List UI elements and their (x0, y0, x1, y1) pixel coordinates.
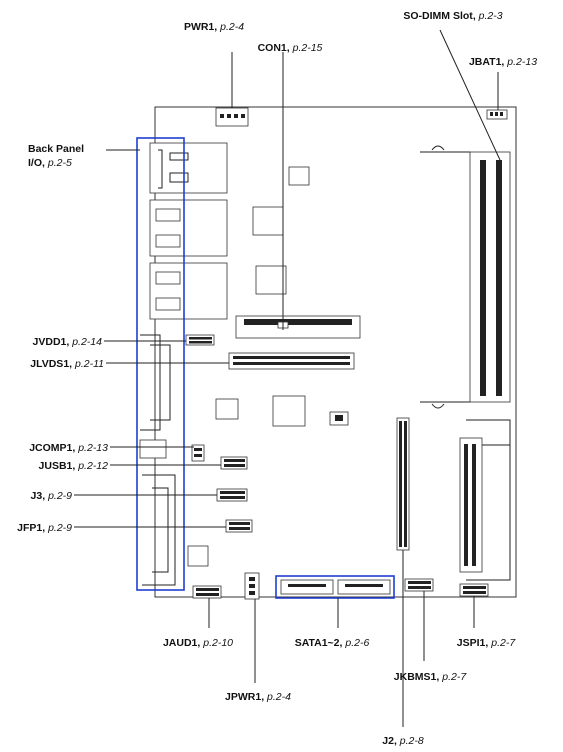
jaud1-header (192, 585, 222, 599)
chip-5 (272, 395, 306, 427)
label-sata: SATA1~2, p.2-6 (295, 637, 370, 649)
label-sodimm-name: SO-DIMM Slot (403, 10, 473, 22)
label-sata-name: SATA1~2 (295, 637, 340, 649)
label-jpwr1-name: JPWR1 (225, 691, 261, 703)
label-j2: J2, p.2-8 (382, 735, 424, 747)
label-j3: J3, p.2-9 (31, 490, 73, 502)
label-jfp1-ref: p.2-9 (47, 522, 72, 534)
chip-2 (252, 206, 284, 236)
label-jusb1-name: JUSB1 (39, 460, 73, 472)
chip-1 (288, 166, 310, 186)
label-jspi1-name: JSPI1 (457, 637, 486, 649)
jbat1-jumper (486, 109, 508, 120)
label-j2-ref: p.2-8 (399, 735, 424, 747)
label-jpwr1: JPWR1, p.2-4 (225, 691, 291, 703)
label-jkbms1: JKBMS1, p.2-7 (394, 671, 468, 683)
label-jusb1-ref: p.2-12 (77, 460, 108, 472)
label-jlvds1: JLVDS1, p.2-11 (30, 358, 104, 370)
expansion-connector (459, 419, 511, 581)
chip-4 (215, 398, 239, 420)
label-jkbms1-ref: p.2-7 (441, 671, 467, 683)
label-jcomp1-ref: p.2-13 (77, 442, 108, 454)
label-backpanel-line2: I/O, p.2-5 (28, 157, 72, 169)
label-backpanel-ref: p.2-5 (47, 157, 72, 169)
label-jbat1-name: JBAT1 (469, 56, 502, 68)
label-jfp1-name: JFP1 (17, 522, 42, 534)
sata-connectors (280, 579, 391, 595)
sata-highlight (275, 575, 395, 599)
cpu-fan-connector (329, 411, 349, 426)
label-backpanel-name2: I/O (28, 157, 42, 169)
label-jvdd1: JVDD1, p.2-14 (33, 336, 103, 348)
label-pwr1: PWR1, p.2-4 (184, 21, 244, 33)
jusb1-header (220, 456, 248, 470)
label-jaud1: JAUD1, p.2-10 (163, 637, 233, 649)
jlvds1-connector (228, 352, 355, 370)
sodimm-slot (420, 145, 511, 409)
leader-lines (74, 29, 501, 727)
j2-header (396, 417, 410, 551)
label-jvdd1-name: JVDD1 (33, 336, 67, 348)
label-jspi1-ref: p.2-7 (490, 637, 516, 649)
label-pwr1-ref: p.2-4 (219, 21, 244, 33)
label-j2-name: J2 (382, 735, 394, 747)
label-backpanel: Back Panel (28, 143, 84, 155)
label-jlvds1-name: JLVDS1 (30, 358, 69, 370)
label-jlvds1-ref: p.2-11 (74, 358, 104, 370)
label-backpanel-name1: Back Panel (28, 143, 84, 155)
j3-header (216, 488, 248, 502)
label-jaud1-ref: p.2-10 (202, 637, 233, 649)
back-panel-components (139, 142, 228, 586)
jspi1-header (459, 583, 489, 597)
jpwr1-connector (244, 572, 260, 600)
label-sodimm: SO-DIMM Slot, p.2-3 (403, 10, 502, 22)
label-jaud1-name: JAUD1 (163, 637, 198, 649)
label-j3-name: J3 (31, 490, 43, 502)
chip-3 (255, 265, 287, 295)
label-pwr1-name: PWR1 (184, 21, 214, 33)
back-panel-highlight (136, 137, 185, 591)
jfp1-header (225, 519, 253, 533)
label-con1: CON1, p.2-15 (258, 42, 323, 54)
label-sodimm-ref: p.2-3 (478, 10, 503, 22)
label-jfp1: JFP1, p.2-9 (17, 522, 72, 534)
jkbms1-header (404, 578, 434, 592)
label-jvdd1-ref: p.2-14 (71, 336, 102, 348)
label-jkbms1-name: JKBMS1 (394, 671, 437, 683)
pwr1-connector (215, 107, 249, 127)
label-jbat1-ref: p.2-13 (506, 56, 537, 68)
label-con1-ref: p.2-15 (292, 42, 323, 54)
jvdd1-header (185, 334, 215, 346)
label-jspi1: JSPI1, p.2-7 (457, 637, 517, 649)
label-jpwr1-ref: p.2-4 (266, 691, 291, 703)
label-con1-name: CON1 (258, 42, 287, 54)
label-jbat1: JBAT1, p.2-13 (469, 56, 537, 68)
label-jcomp1: JCOMP1, p.2-13 (29, 442, 108, 454)
label-jusb1: JUSB1, p.2-12 (39, 460, 109, 472)
jcomp1-jumper (191, 444, 205, 462)
label-sata-ref: p.2-6 (344, 637, 369, 649)
con1-slot (235, 315, 361, 339)
chip-6 (187, 545, 209, 567)
label-j3-ref: p.2-9 (47, 490, 72, 502)
label-jcomp1-name: JCOMP1 (29, 442, 72, 454)
